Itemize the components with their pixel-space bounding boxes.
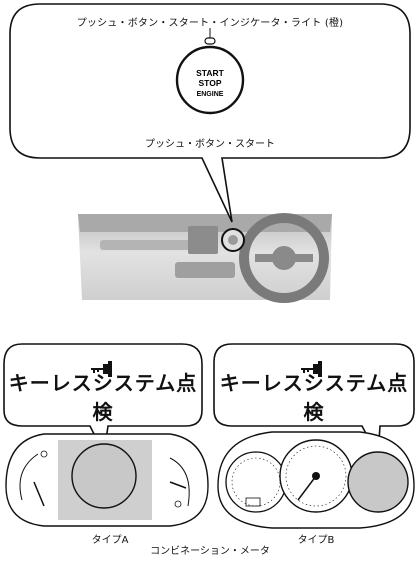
key-warning-icon [301, 361, 322, 377]
start-stop-button: START STOP ENGINE [175, 37, 245, 115]
dashboard-photo [78, 213, 332, 303]
button-text-stop: STOP [199, 78, 222, 88]
button-text-engine: ENGINE [197, 91, 224, 98]
indicator-light-label: プッシュ・ボタン・スタート・インジケータ・ライト (橙) [76, 18, 344, 29]
top-callout-illustration: START STOP ENGINE [9, 3, 411, 303]
indicator-light-icon [204, 37, 216, 45]
key-warning-icon [91, 361, 112, 377]
meter-cluster-type-a [5, 433, 209, 527]
button-text-start: START [196, 68, 225, 78]
push-button-label: プッシュ・ボタン・スタート [145, 139, 275, 150]
left-warning-title: キーレスシステム点検 [8, 371, 198, 424]
type-b-label: タイプB [297, 535, 335, 546]
right-warning-title: キーレスシステム点検 [219, 371, 409, 424]
combination-meter-caption: コンビネーション・メータ [150, 546, 270, 557]
meter-illustrations [3, 343, 415, 529]
type-a-label: タイプA [91, 535, 129, 546]
meter-cluster-type-b [217, 431, 415, 529]
